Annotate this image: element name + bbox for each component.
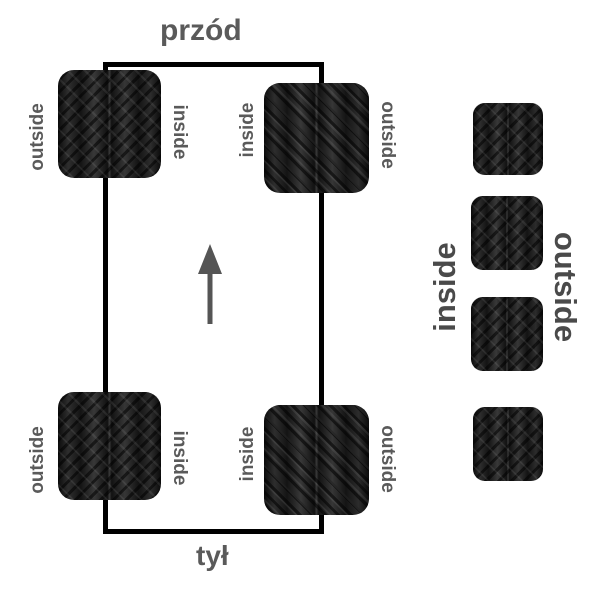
stack-tire-3 [471, 297, 543, 371]
front-left-inside-label: inside [169, 104, 190, 160]
tire-front-left [58, 70, 161, 178]
tire-rear-left [58, 392, 161, 500]
rear-left-inside-label: inside [169, 430, 190, 486]
stack-tire-2 [471, 196, 543, 270]
front-left-outside-label: outside [27, 103, 48, 171]
car-frame [103, 62, 324, 534]
front-right-outside-label: outside [377, 101, 398, 169]
stack-tire-4 [473, 407, 543, 481]
front-label: przód [160, 14, 242, 47]
rear-right-outside-label: outside [377, 425, 398, 493]
stack-tire-1 [473, 103, 543, 175]
rear-left-outside-label: outside [27, 426, 48, 494]
stack-outside-label: outside [548, 231, 583, 343]
stack-inside-label: inside [427, 242, 462, 332]
front-right-inside-label: inside [237, 102, 258, 158]
tire-front-right [264, 83, 369, 193]
rear-right-inside-label: inside [237, 426, 258, 482]
arrow-up-icon [198, 244, 222, 324]
tire-rear-right [264, 405, 369, 515]
back-label: tył [196, 540, 229, 571]
